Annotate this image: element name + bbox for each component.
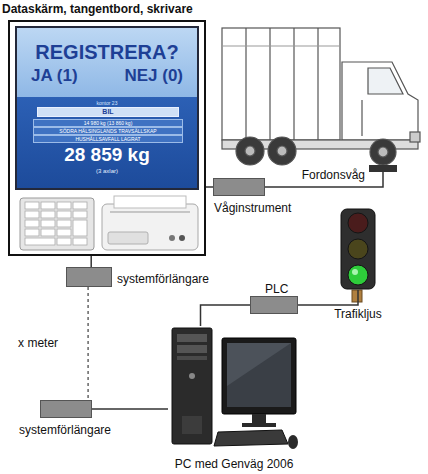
node-label: systemförlängare <box>117 272 209 286</box>
cable-line <box>298 290 358 305</box>
vehicle-scale: Fordonsvåg <box>369 165 397 172</box>
screen-text: SÖDRA HÄLSINGLANDS TRAVSÄLLSKAP <box>33 127 183 135</box>
node-label: Fordonsvåg <box>302 168 365 182</box>
printer-illustration <box>102 196 198 250</box>
traffic-light-symbol <box>340 208 376 290</box>
screen-text: HUSHÅLLSAVFALL LAGRAT <box>33 135 183 143</box>
plc-box: PLC <box>250 296 298 314</box>
system-extender: systemförlängare <box>66 267 112 287</box>
screen-text: REGISTRERA? <box>17 40 197 64</box>
screen-text: 14 980 kg (13 860 kg) <box>33 119 183 127</box>
terminal-box: Dataskärm, tangentbord, skrivareREGISTRE… <box>8 20 206 256</box>
keypad-illustration <box>20 198 94 250</box>
node-label: systemförlängare <box>19 423 111 437</box>
node-label: Trafikljus <box>310 307 406 321</box>
screen-text: NEJ (0) <box>124 66 183 86</box>
node-label: PLC <box>265 282 288 296</box>
pc-computer: PC med Genväg 2006 <box>168 326 300 454</box>
dashed-cable <box>87 287 89 400</box>
screen-text: JA (1) <box>31 66 78 86</box>
traffic-light: Trafikljus <box>340 208 376 290</box>
cable-line <box>90 256 92 267</box>
system-extender: systemförlängare <box>40 400 92 418</box>
node-label: Våginstrument <box>214 201 291 215</box>
screen-text: BIL <box>37 107 179 117</box>
cable-line <box>265 172 383 187</box>
screen-text: 28 859 kg <box>17 144 197 167</box>
cable-line <box>92 408 168 410</box>
screen-text: kontor 23 <box>17 100 197 106</box>
pc-symbol <box>168 326 300 454</box>
node-label: PC med Genväg 2006 <box>128 457 340 471</box>
weighing-instrument: Våginstrument <box>213 178 265 196</box>
truck-illustration <box>222 28 420 165</box>
distance-label: x meter <box>18 336 58 350</box>
cable-line <box>206 186 213 188</box>
light-bracket <box>352 290 362 302</box>
node-label: Dataskärm, tangentbord, skrivare <box>2 2 193 16</box>
display-screen: REGISTRERA?JA (1) NEJ (0) kontor 23BIL 14 9… <box>15 26 199 190</box>
screen-text: (3 axlar) <box>17 168 197 175</box>
cable-line <box>201 305 251 326</box>
